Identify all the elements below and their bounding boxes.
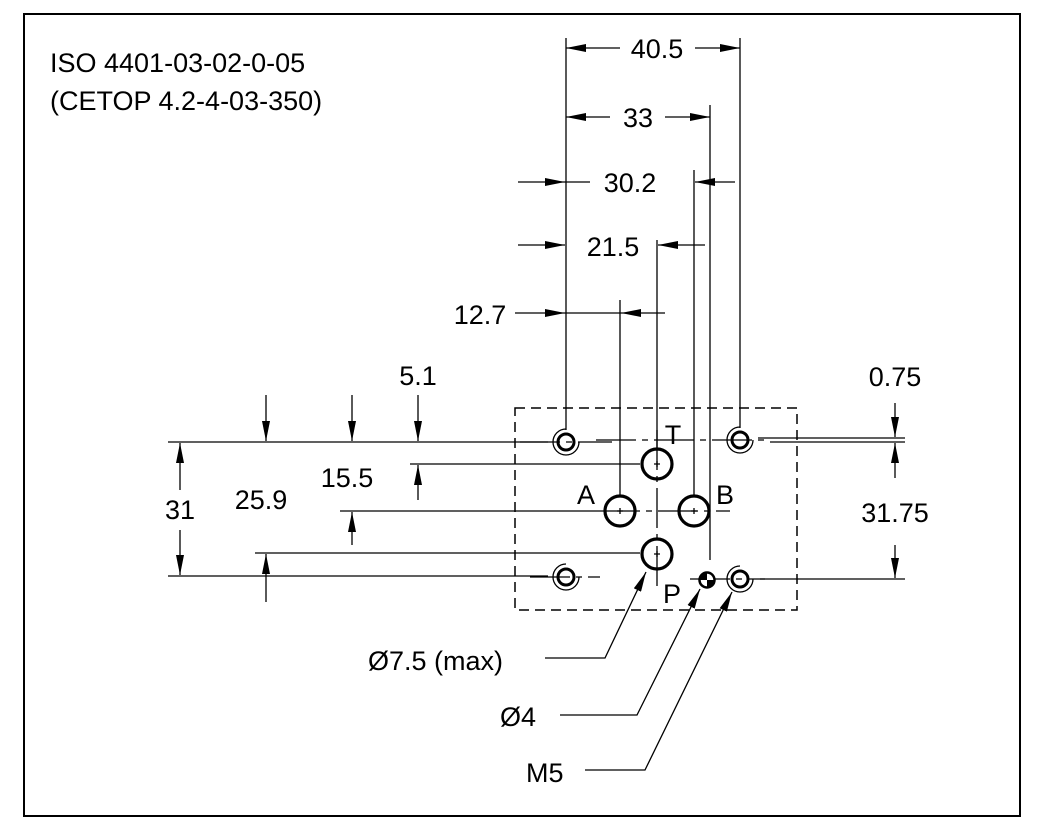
bolt-hole-top-right <box>726 426 754 454</box>
dim-33-label: 33 <box>623 103 653 133</box>
port-t <box>640 447 674 481</box>
callout-dowel-diameter-label: Ø4 <box>500 702 536 732</box>
port-a-label: A <box>577 480 595 510</box>
port-p <box>640 537 674 571</box>
dim-40-5-label: 40.5 <box>631 34 684 64</box>
dim-21-5: 21.5 <box>518 232 705 262</box>
horizontal-extension-lines <box>168 437 905 580</box>
dim-5-1-label: 5.1 <box>399 361 437 391</box>
callout-port-diameter-label: Ø7.5 (max) <box>368 646 503 676</box>
dim-0-75-label: 0.75 <box>869 362 922 392</box>
dim-33: 33 <box>566 103 710 133</box>
dim-15-5: 15.5 <box>321 395 374 545</box>
callout-port-diameter: Ø7.5 (max) <box>368 571 647 676</box>
subplate-outline <box>514 407 798 611</box>
dim-15-5-label: 15.5 <box>321 463 374 493</box>
dowel-pin-hole <box>698 571 716 589</box>
dim-21-5-label: 21.5 <box>587 232 640 262</box>
dim-30-2: 30.2 <box>518 168 735 198</box>
port-b-label: B <box>716 480 734 510</box>
center-lines <box>520 430 770 590</box>
dim-30-2-label: 30.2 <box>604 168 657 198</box>
dim-25-9: 25.9 <box>235 395 288 602</box>
dim-31-75-label: 31.75 <box>861 498 929 528</box>
standard-title: ISO 4401-03-02-0-05 <box>50 48 305 78</box>
dim-5-1: 5.1 <box>399 361 437 500</box>
dim-0-75: 0.75 <box>869 362 922 478</box>
dim-31-label: 31 <box>165 495 195 525</box>
standard-subtitle: (CETOP 4.2-4-03-350) <box>50 86 322 116</box>
vertical-extension-lines <box>565 38 741 560</box>
callout-thread: M5 <box>526 591 733 788</box>
dim-40-5: 40.5 <box>566 34 740 64</box>
dim-25-9-label: 25.9 <box>235 485 288 515</box>
callout-dowel-diameter: Ø4 <box>500 588 701 732</box>
port-b <box>677 494 711 528</box>
port-p-label: P <box>663 579 681 609</box>
bolt-hole-top-left <box>552 428 580 456</box>
bolt-hole-bottom-left <box>552 563 580 591</box>
bolt-hole-bottom-right <box>726 565 754 593</box>
callout-thread-label: M5 <box>526 758 564 788</box>
port-t-label: T <box>665 420 682 450</box>
dim-31-75: 31.75 <box>861 498 929 578</box>
dim-12-7-label: 12.7 <box>454 300 507 330</box>
dim-31: 31 <box>165 443 195 575</box>
drawing-frame <box>23 13 1021 817</box>
dim-12-7: 12.7 <box>454 300 665 330</box>
port-a <box>603 494 637 528</box>
